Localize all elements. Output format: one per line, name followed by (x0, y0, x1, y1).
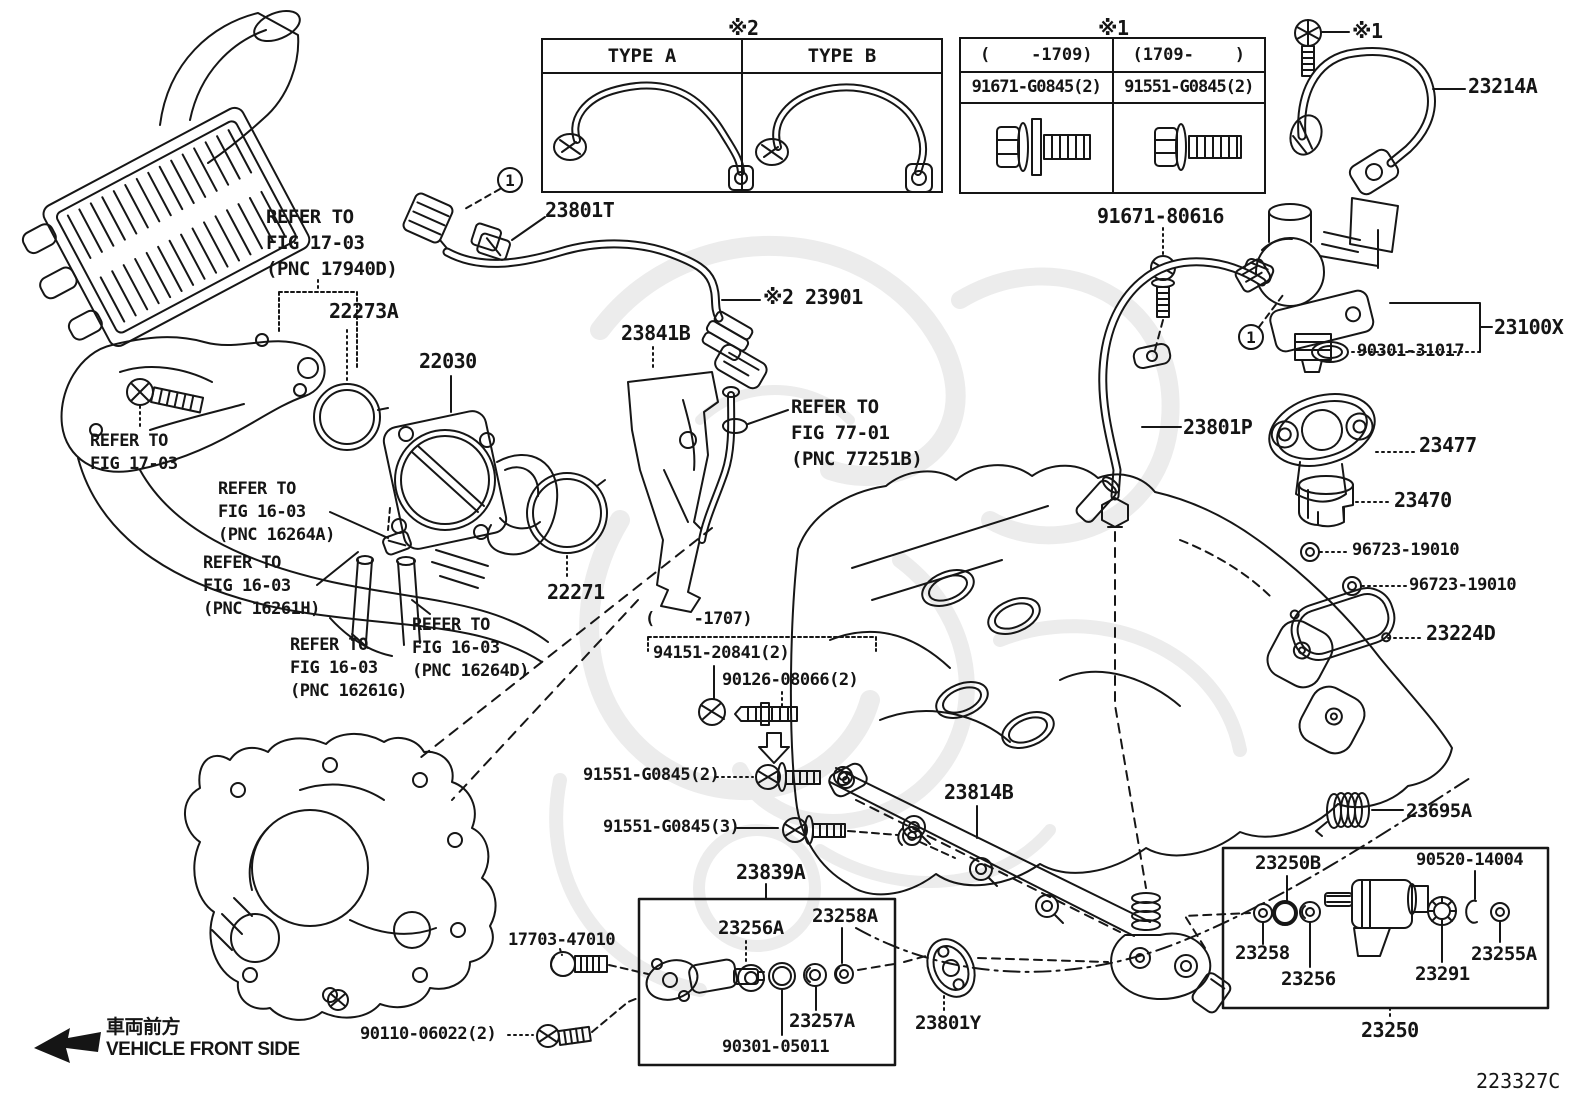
spec-table: ( -1709) (1709- ) 91671-G0845(2) 91551-G… (959, 37, 1266, 194)
throttle-body-22030 (351, 375, 559, 646)
fuel-rail-23814b (829, 766, 1251, 1014)
bolt-icon-a (996, 118, 1091, 176)
part-label-23257a: 23257A (789, 1010, 855, 1032)
part-label-22273a: 22273A (329, 299, 399, 323)
bolt-icon-b (1154, 123, 1242, 171)
spring-23695a (1315, 792, 1404, 837)
spec-part-a: 91671-G0845(2) (971, 77, 1102, 97)
watermark (549, 235, 1247, 997)
note-fig-16-03-pnc-16261g: REFER TO FIG 16-03 (PNC 16261G) (290, 635, 407, 701)
balloon-1-pump-num: 1 (1246, 327, 1256, 347)
part-label-23256: 23256 (1281, 968, 1336, 990)
spec-range-b: (1709- ) (1111, 39, 1265, 71)
part-label-23477: 23477 (1419, 433, 1477, 457)
note-fig-16-03-pnc-16261h: REFER TO FIG 16-03 (PNC 16261H) (203, 553, 320, 619)
part-label-96723-19010-a: 96723-19010 (1352, 540, 1460, 560)
part-label-23250: 23250 (1361, 1018, 1419, 1042)
balloon-1-pump: 1 (1238, 324, 1264, 350)
part-label-23100x: 23100X (1494, 315, 1564, 339)
gasket-23224d (1289, 587, 1424, 661)
vehicle-front-label-jp: 車両前方 (106, 1017, 181, 1038)
type-a-figure-cell (543, 74, 741, 193)
oring-22273a (313, 383, 389, 451)
part-label-23258a: 23258A (812, 905, 878, 927)
part-label-91551-g0845-2: 91551-G0845(2) (583, 765, 720, 785)
part-label-90301-05011: 90301-05011 (722, 1037, 830, 1057)
balloon-1-pipe-num: 1 (505, 170, 515, 190)
hose-23214a (1289, 47, 1466, 196)
part-label-23255a: 23255A (1471, 943, 1537, 965)
part-label-23801y: 23801Y (915, 1012, 981, 1034)
marker-type-table: ※2 (728, 16, 759, 40)
note-fig-16-03-pnc-16264d: REFER TO FIG 16-03 (PNC 16264D) (412, 615, 529, 681)
note-fig-16-03-pnc-16264a: REFER TO FIG 16-03 (PNC 16264A) (218, 479, 335, 545)
part-label-22271: 22271 (547, 580, 605, 604)
part-label-17703-47010: 17703-47010 (508, 930, 616, 950)
part-label-23841b: 23841B (621, 321, 691, 345)
pipe-23801p (1098, 257, 1272, 889)
bolt-90110-06022 (507, 997, 639, 1048)
vehicle-front-label-en: VEHICLE FRONT SIDE (106, 1039, 300, 1060)
gasket-23801y (857, 938, 1109, 1013)
part-label-22030: 22030 (419, 349, 477, 373)
spec-bolt-b-cell (1111, 104, 1265, 193)
type-a-header: TYPE A (607, 45, 677, 67)
bolt-17703-47010 (550, 948, 649, 977)
oring-96723-2 (1342, 576, 1407, 596)
part-label-91671-80616: 91671-80616 (1097, 204, 1224, 228)
type-table: TYPE A TYPE B (541, 38, 943, 193)
oring-22271 (526, 472, 608, 581)
spec-part-b: 91551-G0845(2) (1111, 73, 1265, 102)
part-label-23695a: 23695A (1406, 800, 1472, 822)
vehicle-front-arrow (34, 1028, 101, 1063)
note-fig-17-03-pnc-17940d: REFER TO FIG 17-03 (PNC 17940D) (266, 206, 398, 280)
part-label-23250b: 23250B (1255, 852, 1321, 874)
part-label-23814b: 23814B (944, 780, 1014, 804)
part-label-94151-20841: 94151-20841(2) (653, 643, 790, 663)
note-fig-77-01-pnc-77251b: REFER TO FIG 77-01 (PNC 77251B) (791, 396, 923, 470)
hose-7701 (698, 386, 789, 544)
balloon-1-pipe: 1 (497, 167, 523, 193)
bolt-cluster (647, 636, 956, 859)
part-label-23214a: 23214A (1468, 74, 1538, 98)
part-label-23224d: 23224D (1426, 621, 1496, 645)
part-label-23901: ※2 23901 (763, 285, 863, 309)
type-b-header: TYPE B (741, 40, 941, 72)
part-label-23839a: 23839A (736, 860, 806, 884)
part-label-96723-19010-b: 96723-19010 (1409, 575, 1517, 595)
injector-box-23250 (1221, 846, 1550, 1020)
pipe-23901 (402, 188, 768, 390)
bolt-star1 (1294, 19, 1350, 77)
fig1703-bolt (126, 378, 205, 429)
part-label-91551-g0845-3: 91551-G0845(3) (603, 817, 740, 837)
drawing-code: 223327C (1476, 1069, 1561, 1093)
type-b-tube (755, 83, 933, 193)
spec-range-a: ( -1709) (979, 45, 1093, 65)
intercooler-drawing (21, 9, 549, 663)
part-label-90126-08066: 90126-08066(2) (722, 670, 859, 690)
part-label-90520-14004: 90520-14004 (1416, 850, 1524, 870)
insulator-23470 (1298, 475, 1392, 528)
part-label-23801t: 23801T (545, 198, 615, 222)
spec-bolt-a-cell (961, 104, 1112, 193)
part-label-23801p: 23801P (1183, 415, 1253, 439)
injector-box-23839a (637, 883, 897, 1067)
marker-spec-table: ※1 (1098, 16, 1129, 40)
part-label-23256a: 23256A (718, 917, 784, 939)
part-label-23470: 23470 (1394, 488, 1452, 512)
part-label-90110-06022: 90110-06022(2) (360, 1024, 497, 1044)
spacer-23477 (1268, 393, 1417, 503)
note-fig-17-03: REFER TO FIG 17-03 (90, 431, 178, 474)
bracket-23841b (627, 346, 719, 613)
oring-96723-1 (1300, 542, 1350, 562)
marker-bolt-top-right: ※1 (1352, 19, 1383, 43)
type-b-figure-cell (741, 74, 941, 193)
part-label-23258: 23258 (1235, 942, 1290, 964)
timing-cover (184, 527, 713, 1021)
part-label-90301-31017: 90301-31017 (1357, 341, 1465, 361)
part-label-23291: 23291 (1415, 963, 1470, 985)
range-label-1707: ( -1707) (645, 609, 753, 629)
